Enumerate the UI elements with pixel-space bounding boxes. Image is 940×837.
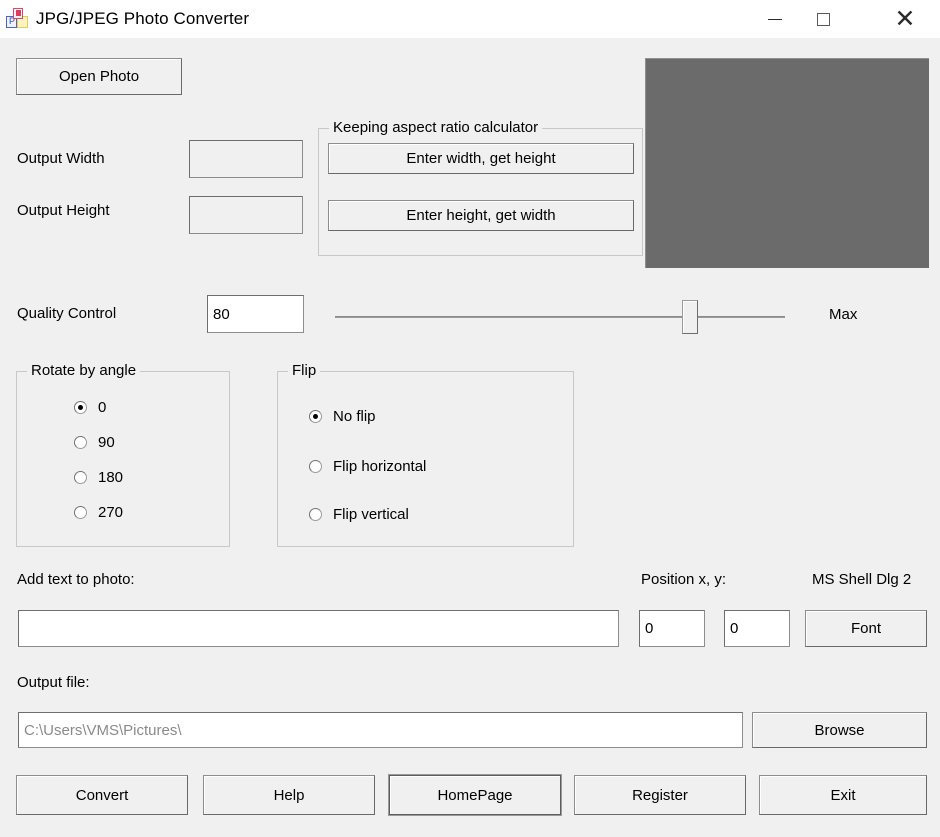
close-button[interactable]: ✕	[882, 0, 928, 38]
position-label: Position x, y:	[641, 571, 727, 588]
window-titlebar: JPG/JPEG Photo Converter ✕	[0, 0, 940, 38]
output-height-label: Output Height	[17, 202, 110, 219]
close-icon: ✕	[894, 4, 916, 33]
radio-icon[interactable]	[74, 401, 87, 414]
rotate-option-180[interactable]: 180	[74, 469, 123, 486]
radio-icon[interactable]	[74, 471, 87, 484]
rotate-option-180-label: 180	[98, 469, 124, 486]
rotate-option-0[interactable]: 0	[74, 399, 106, 416]
flip-group-title: Flip	[288, 362, 321, 379]
aspect-ratio-group-title: Keeping aspect ratio calculator	[329, 119, 543, 136]
flip-group: Flip No flip Flip horizontal Flip vertic…	[277, 362, 574, 547]
maximize-button[interactable]	[800, 0, 846, 38]
flip-option-none-label: No flip	[333, 408, 376, 425]
enter-width-get-height-button[interactable]: Enter width, get height	[328, 143, 634, 174]
radio-icon[interactable]	[309, 410, 322, 423]
aspect-ratio-group: Keeping aspect ratio calculator Enter wi…	[318, 119, 643, 256]
radio-icon[interactable]	[309, 460, 322, 473]
position-y-input[interactable]: 0	[724, 610, 790, 647]
window-title: JPG/JPEG Photo Converter	[36, 9, 250, 28]
open-photo-button[interactable]: Open Photo	[16, 58, 182, 95]
rotate-by-angle-group-title: Rotate by angle	[27, 362, 141, 379]
rotate-option-90-label: 90	[98, 434, 115, 451]
radio-icon[interactable]	[309, 508, 322, 521]
output-file-label: Output file:	[17, 674, 90, 691]
add-text-input[interactable]	[18, 610, 619, 647]
output-width-input[interactable]	[189, 140, 303, 178]
font-button[interactable]: Font	[805, 610, 927, 647]
register-button[interactable]: Register	[574, 775, 746, 815]
minimize-icon	[768, 18, 782, 20]
quality-value-input[interactable]: 80	[207, 295, 304, 333]
font-name-label: MS Shell Dlg 2	[812, 571, 912, 588]
minimize-button[interactable]	[752, 0, 798, 38]
quality-slider-thumb[interactable]	[682, 300, 698, 334]
flip-option-horizontal[interactable]: Flip horizontal	[309, 458, 426, 475]
radio-icon[interactable]	[74, 436, 87, 449]
flip-option-vertical[interactable]: Flip vertical	[309, 506, 409, 523]
add-text-label: Add text to photo:	[17, 571, 135, 588]
output-height-input[interactable]	[189, 196, 303, 234]
photo-preview-panel[interactable]	[645, 58, 929, 268]
maximize-icon	[816, 12, 830, 26]
rotate-by-angle-group: Rotate by angle 0 90 180 270	[16, 362, 230, 547]
quality-max-label: Max	[829, 306, 858, 323]
output-file-path-input[interactable]: C:\Users\VMS\Pictures\	[18, 712, 743, 748]
rotate-option-90[interactable]: 90	[74, 434, 115, 451]
rotate-option-0-label: 0	[98, 399, 107, 416]
position-x-input[interactable]: 0	[639, 610, 705, 647]
flip-option-none[interactable]: No flip	[309, 408, 376, 425]
quality-control-label: Quality Control	[17, 305, 117, 322]
quality-slider[interactable]	[335, 300, 785, 334]
app-icon	[6, 8, 28, 30]
rotate-option-270[interactable]: 270	[74, 504, 123, 521]
homepage-button[interactable]: HomePage	[389, 775, 561, 815]
help-button[interactable]: Help	[203, 775, 375, 815]
convert-button[interactable]: Convert	[16, 775, 188, 815]
enter-height-get-width-button[interactable]: Enter height, get width	[328, 200, 634, 231]
exit-button[interactable]: Exit	[759, 775, 927, 815]
flip-option-horizontal-label: Flip horizontal	[333, 458, 427, 475]
rotate-option-270-label: 270	[98, 504, 124, 521]
browse-button[interactable]: Browse	[752, 712, 927, 748]
flip-option-vertical-label: Flip vertical	[333, 506, 409, 523]
radio-icon[interactable]	[74, 506, 87, 519]
quality-slider-track	[335, 316, 785, 318]
output-width-label: Output Width	[17, 150, 105, 167]
